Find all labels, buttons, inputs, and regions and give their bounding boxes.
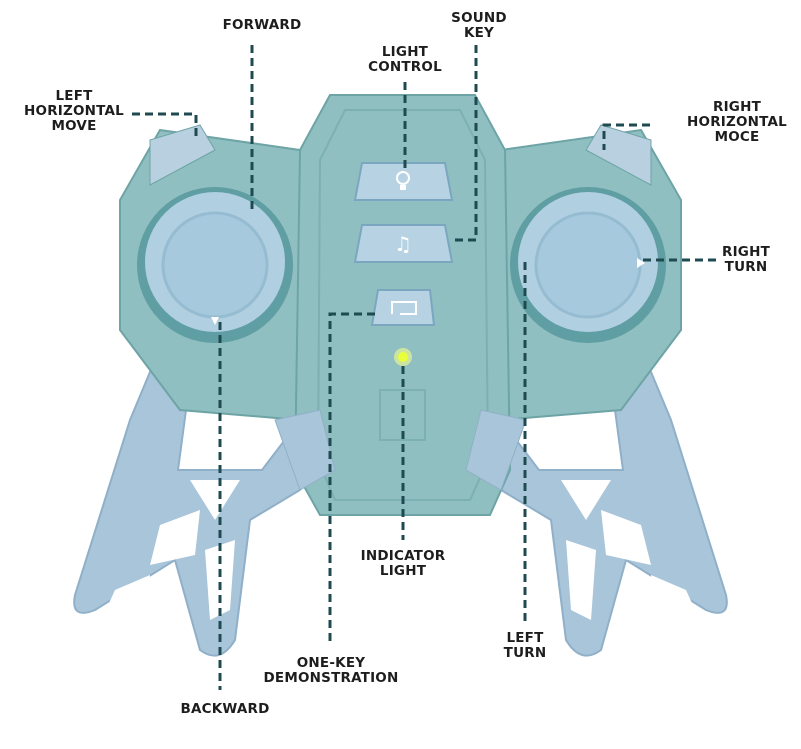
return-arrow-icon (391, 301, 417, 315)
right-handle (479, 366, 728, 657)
label-backward: BACKWARD (180, 701, 270, 717)
right-joystick[interactable] (510, 187, 666, 343)
sound-key-button[interactable]: ♫ (353, 224, 454, 263)
one-key-demonstration-button[interactable] (370, 289, 436, 326)
indicator-led (394, 348, 412, 366)
left-handle (73, 366, 322, 657)
leader-lines (132, 45, 716, 690)
light-control-button[interactable] (353, 162, 454, 201)
music-note-icon: ♫ (394, 232, 412, 256)
left-joystick[interactable] (137, 187, 293, 343)
lightbulb-icon (396, 171, 410, 190)
label-forward: FORWARD (222, 17, 302, 33)
